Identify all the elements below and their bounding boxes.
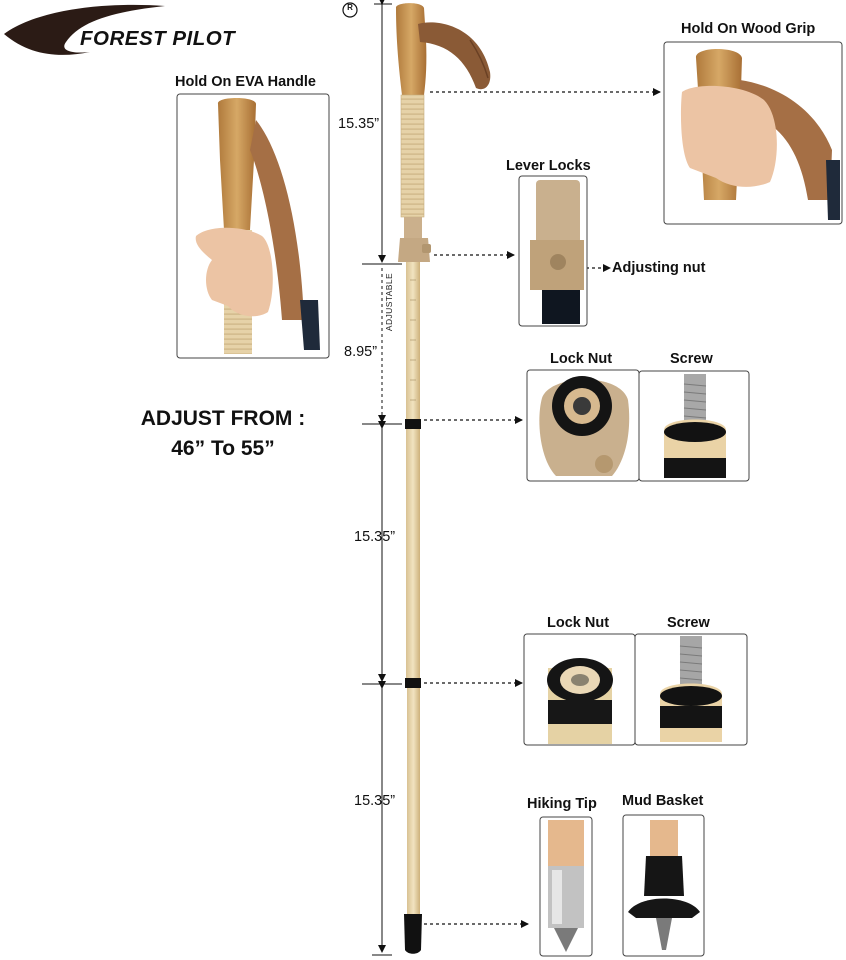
lock-nut-photo-2 (523, 633, 636, 746)
label-screw-1: Screw (670, 351, 713, 367)
mud-basket-photo (622, 814, 705, 957)
lever-locks-photo (518, 175, 588, 327)
registered-mark-letter: R (347, 3, 353, 12)
label-hiking-tip: Hiking Tip (527, 796, 597, 812)
brand-name: FOREST PILOT (80, 27, 236, 50)
brand-logo (4, 2, 358, 55)
wood-grip-photo (663, 41, 843, 225)
dimension-lower: 15.35” (354, 793, 396, 809)
callout-arrows (424, 88, 661, 928)
registered-mark (342, 2, 358, 18)
adjust-range-text: ADJUST FROM : 46” To 55” (108, 404, 338, 464)
label-screw-2: Screw (667, 615, 710, 631)
adjust-line-2: 46” To 55” (171, 437, 275, 460)
adjustable-vertical-label: ADJUSTABLE (384, 272, 394, 332)
label-lever-locks: Lever Locks (506, 158, 591, 174)
hiking-tip-photo (539, 816, 593, 957)
label-wood-grip: Hold On Wood Grip (681, 21, 816, 37)
eva-handle-photo (176, 93, 330, 359)
adjust-line-1: ADJUST FROM : (140, 407, 306, 430)
lock-nut-photo-1 (526, 369, 640, 482)
trekking-pole (395, 3, 491, 954)
label-lock-nut-1: Lock Nut (550, 351, 613, 367)
screw-photo-2 (634, 633, 748, 746)
dimension-adjustable: 8.95” (344, 344, 378, 360)
dimension-handle: 15.35” (338, 116, 380, 132)
dimension-middle: 15.35” (354, 529, 396, 545)
label-mud-basket: Mud Basket (622, 793, 704, 809)
label-lock-nut-2: Lock Nut (547, 615, 610, 631)
label-eva-handle: Hold On EVA Handle (175, 74, 316, 90)
dimension-lines (362, 0, 402, 956)
label-adjusting-nut: Adjusting nut (612, 260, 706, 276)
screw-photo-1 (638, 370, 750, 482)
